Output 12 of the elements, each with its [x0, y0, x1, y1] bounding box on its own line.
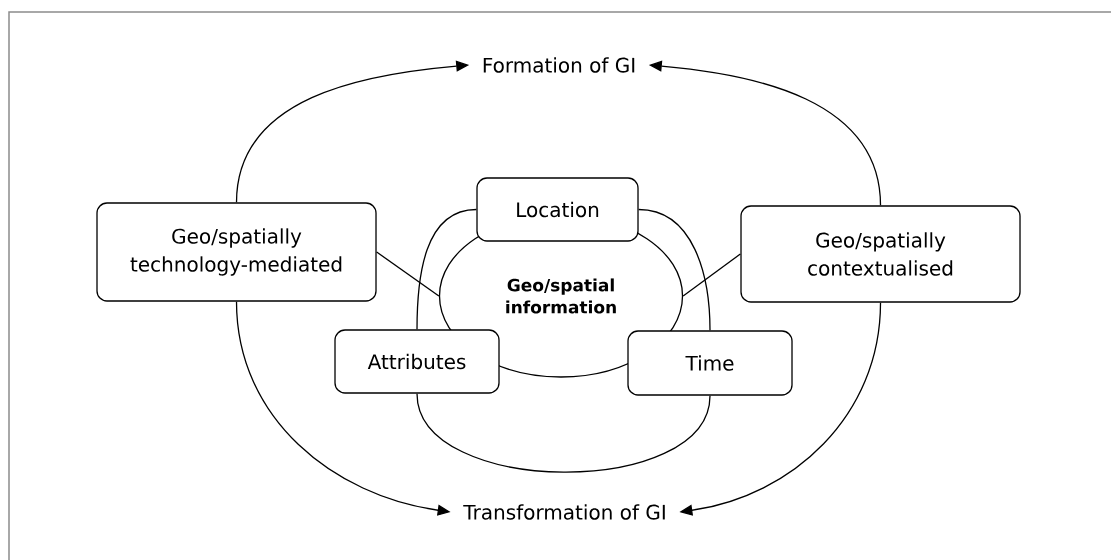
connector-line	[416, 393, 711, 473]
rounded-box: Location	[476, 177, 639, 242]
connector-line	[376, 251, 440, 297]
connector-line	[638, 208, 711, 331]
rounded-box: Geo/spatially technology-mediated	[96, 202, 377, 302]
rounded-box: Geo/spatially contextualised	[740, 205, 1021, 303]
rounded-box: Time	[627, 330, 793, 396]
connector-line	[682, 253, 741, 297]
connector-line	[416, 208, 477, 330]
rounded-box: Attributes	[334, 329, 500, 394]
caption-text: Transformation of GI	[463, 504, 665, 520]
caption-text: Formation of GI	[483, 57, 635, 73]
